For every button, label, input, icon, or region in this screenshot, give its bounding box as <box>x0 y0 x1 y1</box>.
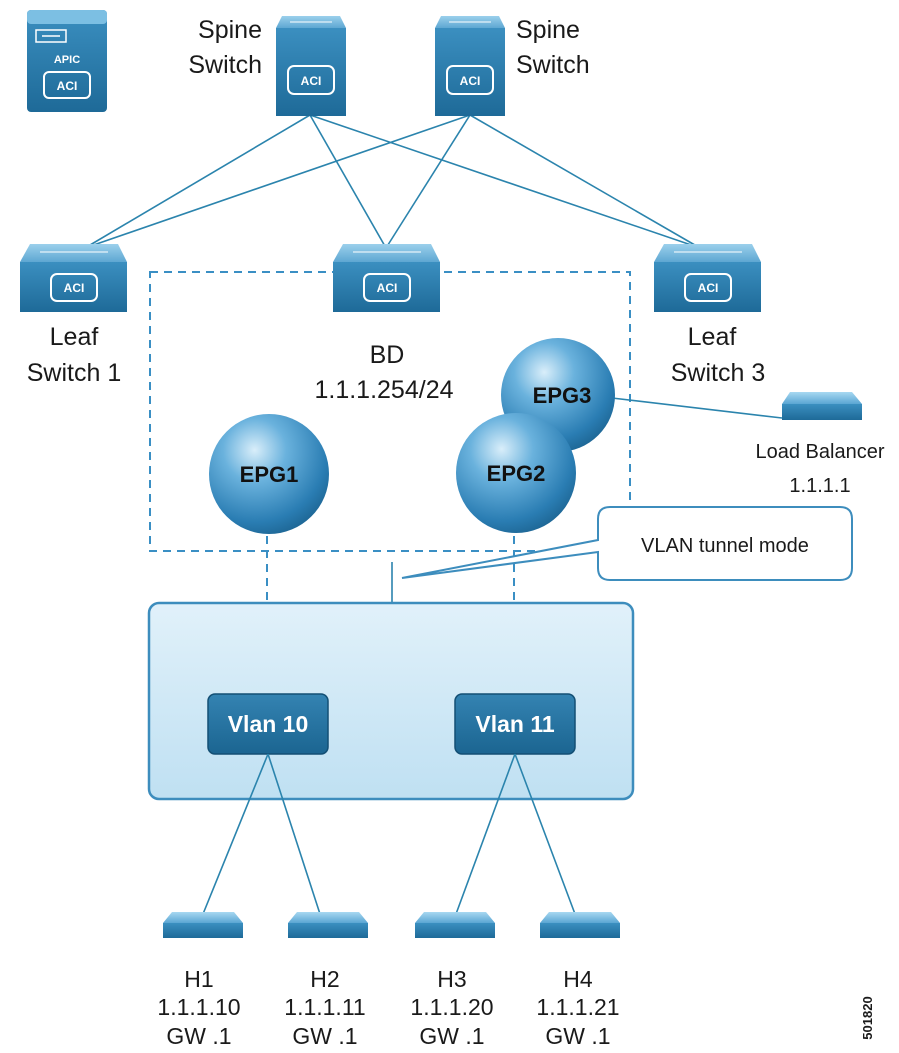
svg-text:ACI: ACI <box>377 281 398 295</box>
aci-icon: ACI <box>287 65 335 95</box>
apic-drive-slot <box>35 29 67 43</box>
link-spine1-leaf3 <box>309 114 701 249</box>
epg1-sphere: EPG1 <box>209 414 329 534</box>
host-h3-name: H3 <box>437 966 466 992</box>
host-h2-gw: GW .1 <box>292 1023 357 1049</box>
host-h4-gw: GW .1 <box>545 1023 610 1049</box>
bd-title: BD <box>370 341 405 369</box>
epg1-label: EPG1 <box>240 462 299 487</box>
aci-icon: ACI <box>684 273 732 302</box>
apic-controller: APIC ACI <box>27 10 107 112</box>
figure-id: 501820 <box>860 996 875 1039</box>
host-h1-name: H1 <box>184 966 213 992</box>
host-h3-gw: GW .1 <box>419 1023 484 1049</box>
svg-text:ACI: ACI <box>301 74 322 88</box>
host-h2-ip: 1.1.1.11 <box>284 994 365 1020</box>
fabric-links <box>84 114 701 249</box>
link-spine2-leaf2 <box>385 114 471 249</box>
leaf-switch-2: ACI <box>333 244 440 312</box>
load-balancer-ip: 1.1.1.1 <box>789 475 850 497</box>
apic-label: APIC <box>54 54 80 66</box>
epg2-sphere: EPG2 <box>456 413 576 533</box>
load-balancer-name: Load Balancer <box>756 441 885 463</box>
spine-2-label-line2: Switch <box>516 51 590 79</box>
host-h1-gw: GW .1 <box>166 1023 231 1049</box>
svg-text:ACI: ACI <box>57 79 78 93</box>
callout-text: VLAN tunnel mode <box>641 535 809 557</box>
epg3-label: EPG3 <box>533 383 592 408</box>
bd-subnet: 1.1.1.254/24 <box>314 376 453 404</box>
host-h2-name: H2 <box>310 966 339 992</box>
svg-text:ACI: ACI <box>64 281 85 295</box>
spine-1-label-line2: Switch <box>188 51 262 79</box>
leaf-switch-1: ACI <box>20 244 127 312</box>
link-spine2-leaf1 <box>84 114 471 249</box>
host-h2 <box>288 912 368 938</box>
vlan11-box: Vlan 11 <box>454 693 576 755</box>
host-links <box>202 753 576 915</box>
host-h3-ip: 1.1.1.20 <box>410 994 493 1020</box>
vlan11-label: Vlan 11 <box>475 711 554 737</box>
epg2-label: EPG2 <box>487 461 546 486</box>
link-spine1-leaf2 <box>309 114 387 249</box>
host-h4-ip: 1.1.1.21 <box>536 994 619 1020</box>
leaf-3-label-line1: Leaf <box>688 323 737 351</box>
spine-1-label-line1: Spine <box>198 16 262 44</box>
aci-icon: ACI <box>446 65 494 95</box>
vlan10-label: Vlan 10 <box>228 711 309 737</box>
host-h1-ip: 1.1.1.10 <box>157 994 240 1020</box>
aci-icon: ACI <box>363 273 411 302</box>
link-spine1-leaf1 <box>84 114 311 249</box>
leaf-switch-3: ACI <box>654 244 761 312</box>
load-balancer-device <box>782 392 862 420</box>
host-h3 <box>415 912 495 938</box>
host-h4-name: H4 <box>563 966 593 992</box>
host-h1 <box>163 912 243 938</box>
aci-icon: ACI <box>50 273 98 302</box>
link-epg3-load-balancer <box>611 397 783 419</box>
host-h4 <box>540 912 620 938</box>
spine-switch-2: ACI <box>435 16 505 116</box>
leaf-1-label-line1: Leaf <box>50 323 99 351</box>
vlan10-box: Vlan 10 <box>207 693 329 755</box>
leaf-1-label-line2: Switch 1 <box>27 359 121 387</box>
link-spine2-leaf3 <box>469 114 701 249</box>
spine-2-label-line1: Spine <box>516 16 580 44</box>
aci-icon: ACI <box>43 71 91 99</box>
svg-text:ACI: ACI <box>460 74 481 88</box>
svg-text:ACI: ACI <box>698 281 719 295</box>
spine-switch-1: ACI <box>276 16 346 116</box>
leaf-3-label-line2: Switch 3 <box>671 359 765 387</box>
vlan-tunnel-callout: VLAN tunnel mode <box>391 506 853 604</box>
